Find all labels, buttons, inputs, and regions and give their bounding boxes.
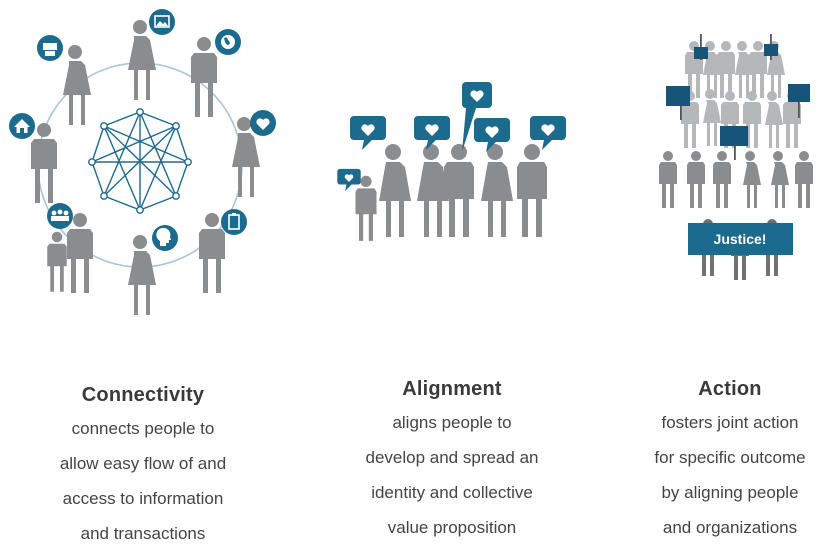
person <box>67 213 93 293</box>
action-illustration: Justice! <box>659 34 813 280</box>
person <box>191 37 217 117</box>
caption-line: and transactions <box>80 524 206 543</box>
caption-line: by aligning people <box>661 483 799 502</box>
action-panel: Justice! Action fosters joint action for… <box>640 0 820 540</box>
network-graph <box>88 108 192 214</box>
child-figure <box>355 175 377 241</box>
person <box>128 20 156 100</box>
protest-sign <box>666 86 690 120</box>
person <box>31 123 57 203</box>
alignment-illustration <box>337 82 566 241</box>
person <box>517 144 547 237</box>
person <box>47 231 67 292</box>
caption-line: and organizations <box>662 518 798 537</box>
caption-line: fosters joint action <box>661 413 799 432</box>
caption-line: aligns people to <box>392 413 512 432</box>
crowd-third-row <box>659 151 813 208</box>
person <box>128 235 156 315</box>
caption-line: access to information <box>62 489 224 508</box>
caption-line: allow easy flow of and <box>59 454 227 473</box>
heart-icon <box>250 110 276 136</box>
caption-line: value proposition <box>387 518 517 537</box>
protest-sign <box>788 84 810 118</box>
protest-sign <box>720 126 748 160</box>
banner-text: Justice! <box>714 231 767 247</box>
person <box>199 213 225 293</box>
person <box>379 144 411 237</box>
action-caption: Action fosters joint action for specific… <box>640 378 820 545</box>
connectivity-panel: Connectivity connects people to allow ea… <box>0 0 290 543</box>
person <box>481 144 513 237</box>
globe-icon <box>215 29 241 55</box>
caption-line: connects people to <box>71 419 215 438</box>
printer-icon <box>37 35 63 61</box>
panel-title: Alignment <box>402 378 502 400</box>
picture-icon <box>149 9 175 35</box>
panel-title: Connectivity <box>81 384 205 406</box>
panel-title: Action <box>698 378 762 400</box>
heart-icon <box>337 168 361 191</box>
home-icon <box>9 113 35 139</box>
head-icon <box>152 225 178 251</box>
heart-icon <box>462 82 492 152</box>
alignment-panel: Alignment aligns people to develop and s… <box>330 0 580 540</box>
protest-sign <box>764 34 778 60</box>
caption-line: for specific outcome <box>654 448 806 467</box>
connectivity-illustration <box>9 9 276 315</box>
person <box>63 45 91 125</box>
caption-line: develop and spread an <box>365 448 539 467</box>
person <box>444 144 474 237</box>
heart-icon <box>350 116 386 150</box>
clipboard-icon <box>221 209 247 235</box>
connectivity-caption: Connectivity connects people to allow ea… <box>30 384 256 551</box>
justice-banner: Justice! <box>688 223 793 255</box>
protest-sign <box>694 34 708 60</box>
group-icon <box>47 203 73 229</box>
alignment-caption: Alignment aligns people to develop and s… <box>340 378 564 545</box>
caption-line: identity and collective <box>371 483 533 502</box>
